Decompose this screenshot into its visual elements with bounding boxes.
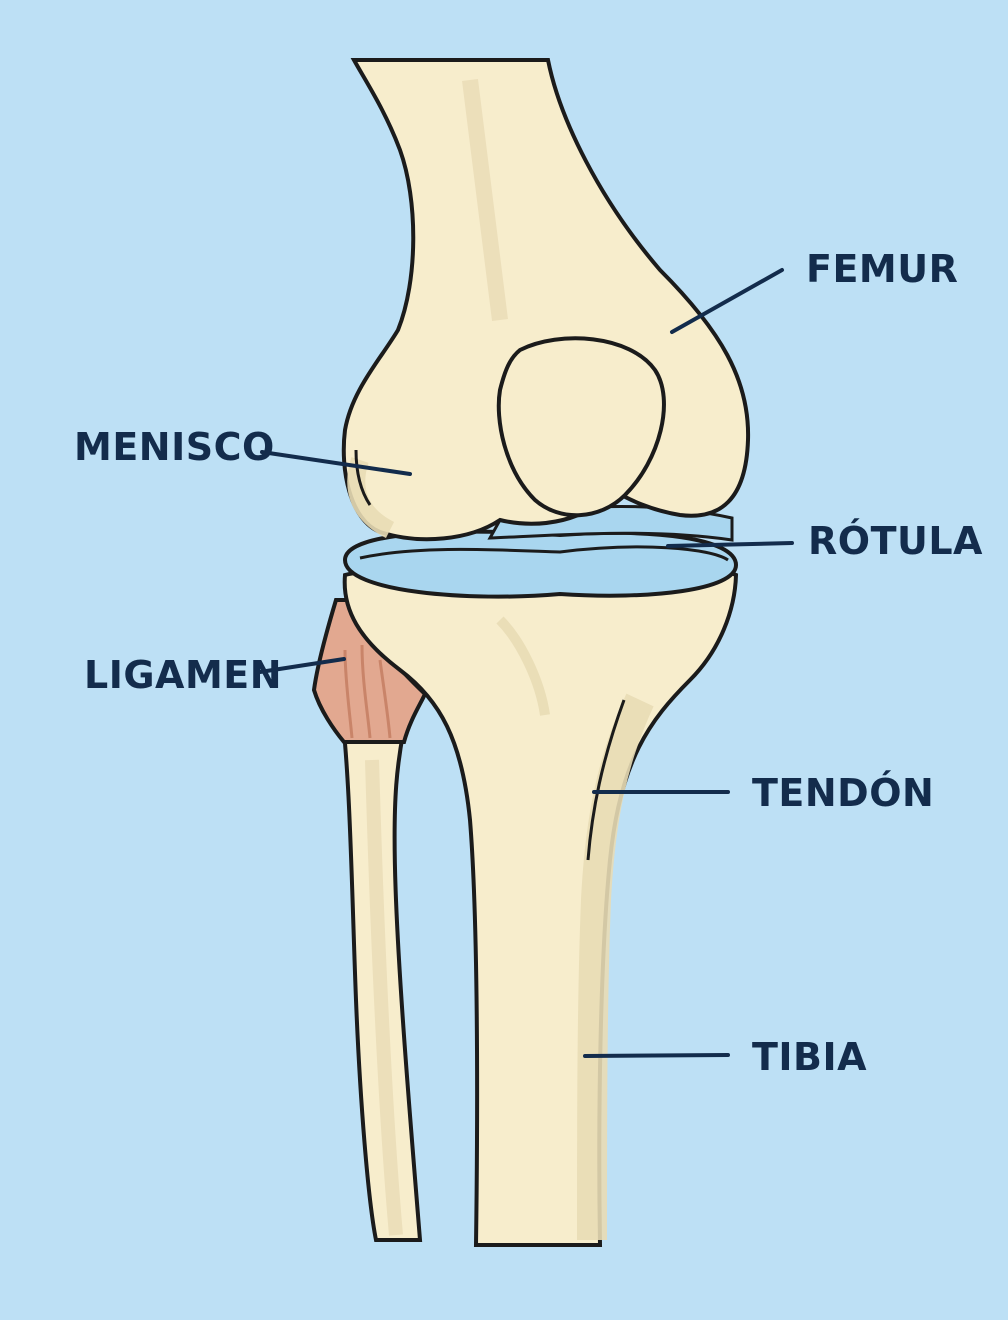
label-tendon: TENDÓN: [752, 771, 935, 815]
label-rotula: RÓTULA: [808, 519, 983, 563]
label-ligamen: LIGAMEN: [84, 653, 283, 697]
label-tibia: TIBIA: [752, 1035, 868, 1079]
leader-line-rotula: [666, 541, 794, 548]
leader-line-ligamen: [258, 657, 346, 674]
leader-lines: [258, 268, 794, 1058]
leader-line-menisco: [260, 450, 412, 476]
patella: [496, 336, 666, 518]
fibula: [337, 698, 423, 1242]
label-menisco: MENISCO: [74, 425, 275, 469]
tibia: [342, 561, 739, 1247]
leader-line-tibia: [583, 1053, 730, 1058]
leader-line-femur: [670, 268, 784, 334]
label-femur: FEMUR: [806, 247, 959, 291]
